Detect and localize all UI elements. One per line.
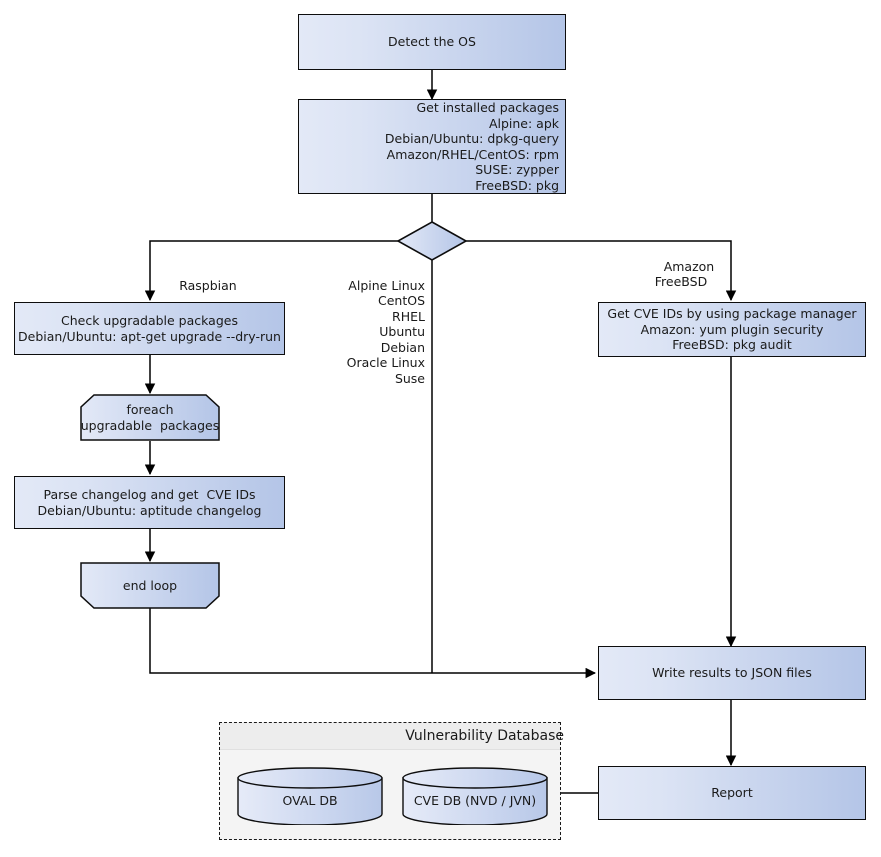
- edge-label-raspbian: Raspbian: [105, 262, 295, 309]
- node-check-upgradable-packages-label: Check upgradable packages Debian/Ubuntu:…: [18, 313, 281, 344]
- node-get-installed-packages-label: Get installed packages Alpine: apk Debia…: [384, 100, 559, 193]
- node-decision-os-type[interactable]: [396, 220, 468, 262]
- node-foreach-loop-label: foreach upgradable packages: [80, 402, 220, 433]
- node-detect-os-label: Detect the OS: [388, 34, 476, 50]
- edge-label-linux-distros-text: Alpine Linux CentOS RHEL Ubuntu Debian O…: [346, 277, 425, 386]
- node-end-loop-label: end loop: [122, 577, 178, 593]
- db-cylinder-oval-label: OVAL DB: [282, 793, 338, 808]
- node-get-cve-ids-label: Get CVE IDs by using package manager Ama…: [607, 306, 857, 353]
- node-parse-changelog[interactable]: Parse changelog and get CVE IDs Debian/U…: [14, 476, 285, 529]
- edge-label-linux-distros: Alpine Linux CentOS RHEL Ubuntu Debian O…: [285, 262, 425, 402]
- node-check-upgradable-packages[interactable]: Check upgradable packages Debian/Ubuntu:…: [14, 302, 285, 355]
- db-cylinder-cve-shape: [402, 767, 548, 826]
- vulnerability-database-title-bar: Vulnerability Database: [220, 723, 564, 750]
- db-cylinder-cve[interactable]: CVE DB (NVD / JVN): [401, 767, 549, 826]
- edge-label-amazon-freebsd-text: Amazon FreeBSD: [654, 258, 715, 290]
- node-detect-os[interactable]: Detect the OS: [298, 14, 566, 70]
- node-write-results-to-json-label: Write results to JSON files: [652, 665, 812, 681]
- decision-diamond-shape: [396, 221, 468, 261]
- db-cylinder-cve-label: CVE DB (NVD / JVN): [413, 793, 537, 808]
- node-report[interactable]: Report: [598, 766, 866, 820]
- foreach-loop-shape: [80, 394, 220, 441]
- node-parse-changelog-label: Parse changelog and get CVE IDs Debian/U…: [37, 487, 262, 518]
- node-foreach-loop[interactable]: foreach upgradable packages: [80, 394, 220, 441]
- node-write-results-to-json[interactable]: Write results to JSON files: [598, 646, 866, 700]
- node-report-label: Report: [711, 785, 753, 801]
- vulnerability-database-title: Vulnerability Database: [405, 728, 564, 744]
- node-get-cve-ids[interactable]: Get CVE IDs by using package manager Ama…: [598, 302, 866, 357]
- end-loop-shape: [80, 562, 220, 609]
- vulnerability-database-container: Vulnerability Database OVAL DB: [219, 722, 564, 840]
- db-cylinder-oval[interactable]: OVAL DB: [236, 767, 384, 826]
- edge-label-raspbian-text: Raspbian: [179, 277, 237, 293]
- edge-label-amazon-freebsd: Amazon FreeBSD: [631, 243, 731, 305]
- db-cylinder-oval-shape: [237, 767, 383, 826]
- node-end-loop[interactable]: end loop: [80, 562, 220, 609]
- edge-endloop-to-write-results: [149, 608, 597, 679]
- node-get-installed-packages[interactable]: Get installed packages Alpine: apk Debia…: [298, 99, 566, 194]
